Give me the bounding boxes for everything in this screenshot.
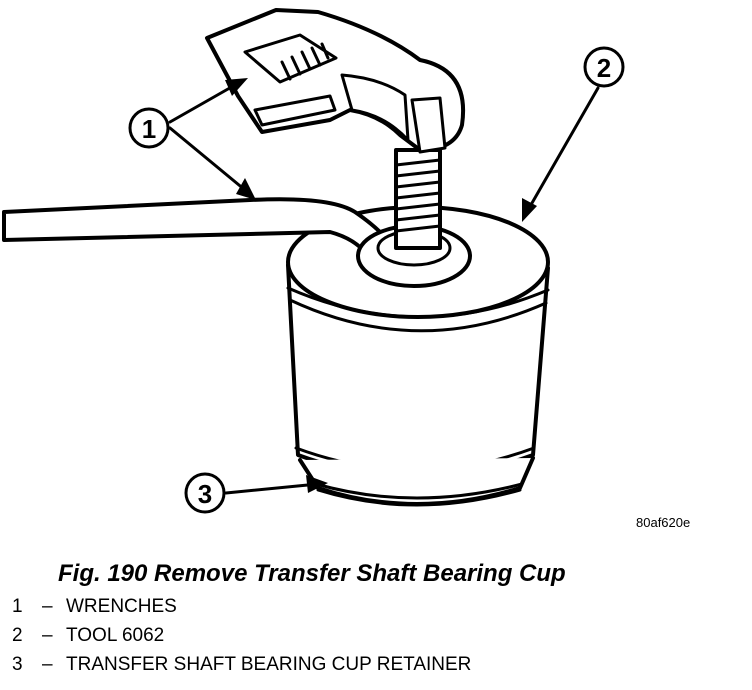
legend-number: 2 xyxy=(12,625,23,646)
legend-dash: – xyxy=(42,596,53,617)
callout-number-1: 1 xyxy=(142,114,156,144)
callout-legend: 1 – WRENCHES 2 – TOOL 6062 3 – TRANSFER … xyxy=(12,596,471,683)
adjustable-wrench xyxy=(205,8,466,154)
legend-item: 1 – WRENCHES xyxy=(12,596,471,625)
callout-circle-3 xyxy=(184,472,226,514)
legend-label: TRANSFER SHAFT BEARING CUP RETAINER xyxy=(66,654,472,675)
threaded-bolt xyxy=(394,148,442,250)
figure-caption: Fig. 190 Remove Transfer Shaft Bearing C… xyxy=(58,560,566,587)
arrowhead-2 xyxy=(522,198,537,222)
leader-line-1-lower xyxy=(168,126,247,192)
legend-number: 3 xyxy=(12,654,23,675)
callout-circle-1 xyxy=(128,107,170,149)
legend-label: TOOL 6062 xyxy=(66,625,165,646)
bearing-cup-retainer xyxy=(298,456,535,507)
legend-item: 2 – TOOL 6062 xyxy=(12,625,471,654)
leader-line-3 xyxy=(224,482,320,495)
leader-line-2 xyxy=(526,86,600,212)
callout-number-2: 2 xyxy=(597,53,611,83)
legend-number: 1 xyxy=(12,596,23,617)
legend-dash: – xyxy=(42,625,53,646)
figure-code: 80af620e xyxy=(636,515,691,530)
callout-number-3: 3 xyxy=(198,479,212,509)
legend-dash: – xyxy=(42,654,53,675)
callout-circle-2 xyxy=(583,46,625,88)
figure-illustration: 1 2 3 xyxy=(2,8,625,514)
arrowhead-3 xyxy=(306,475,328,493)
leader-line-1-upper xyxy=(168,83,237,124)
legend-label: WRENCHES xyxy=(66,596,177,617)
arrowhead-1-upper xyxy=(225,78,248,96)
arrowhead-1-lower xyxy=(236,178,256,200)
legend-item: 3 – TRANSFER SHAFT BEARING CUP RETAINER xyxy=(12,654,471,683)
